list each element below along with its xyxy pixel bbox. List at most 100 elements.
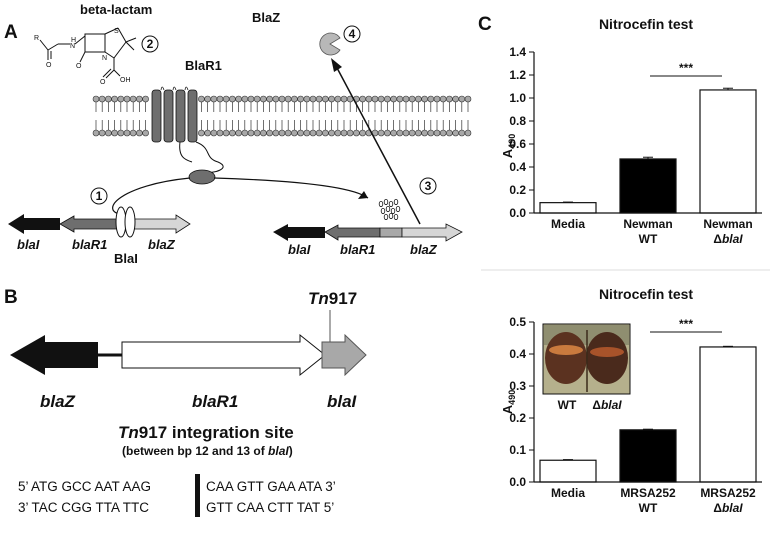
tn917-label-tn: Tn [308, 289, 329, 308]
sequence-bottom-right: GTT CAA CTT TAT 5’ [206, 500, 334, 515]
y-tick-label: 0.6 [509, 137, 526, 151]
x-label-line1: MRSA252 [700, 486, 756, 500]
lipid-head [129, 129, 137, 137]
beta-lactam-label: beta-lactam [80, 2, 152, 17]
right-blaz-gene [401, 223, 463, 242]
lipid-head [92, 129, 100, 137]
lipid-head [105, 129, 112, 137]
lipid-head [446, 95, 453, 103]
lipid-head [396, 95, 404, 103]
wt-tube [545, 332, 587, 384]
right-blai-label: blaI [288, 242, 311, 257]
lipid-head [402, 129, 410, 137]
lipid-head [123, 129, 131, 137]
lipid-head [117, 95, 125, 103]
lipid-head [446, 129, 453, 137]
lipid-head [427, 95, 435, 103]
chem-s: S [114, 28, 119, 35]
inset-mutant-label: ΔblaI [592, 398, 622, 412]
chart-1-title: Nitrocefin test [599, 16, 693, 32]
lipid-head [433, 129, 441, 137]
tn917-label-num: 917 [329, 289, 357, 308]
panel-c-letter: C [478, 14, 492, 35]
bar-2 [699, 89, 757, 214]
lipid-head [309, 95, 317, 103]
lipid-head [284, 129, 292, 137]
lipid-head [291, 95, 298, 103]
left-blar1-gene [59, 215, 121, 233]
lipid-head [204, 95, 211, 103]
lipid-head [384, 129, 391, 137]
right-blaz-label: blaZ [410, 242, 438, 257]
chart-2-y-axis: 0.00.10.20.30.40.5 [509, 315, 534, 489]
lipid-head [272, 129, 280, 137]
cell-membrane [92, 95, 472, 137]
blai-repressor-right [124, 206, 136, 238]
y-tick-label: 1.4 [509, 45, 526, 59]
y-tick-label: 0.3 [509, 379, 526, 393]
expression-arrowhead [331, 58, 342, 72]
lipid-head [229, 129, 236, 137]
blar1-gene-arrow [121, 333, 326, 377]
x-label-delta: Δ [713, 501, 722, 515]
chart-2-title: Nitrocefin test [599, 286, 693, 302]
lipid-head [284, 95, 292, 103]
y-tick-label: 0.2 [509, 411, 526, 425]
x-label-line1: MRSA252 [620, 486, 676, 500]
right-blar1-gene [324, 224, 381, 241]
lipid-head [297, 95, 304, 103]
lipid-head [303, 129, 311, 137]
chem-o3: O [100, 79, 106, 86]
bar-1 [619, 429, 677, 483]
inset-wt-label: WT [558, 398, 577, 412]
blar1-protein-label: BlaR1 [185, 58, 222, 73]
lipid-head [359, 95, 366, 103]
y-tick-label: 0.8 [509, 114, 526, 128]
signal-curve-left [112, 177, 191, 215]
blai-gene-arrow [321, 333, 367, 377]
panel-a: A R H N O S N O OH O [4, 2, 472, 266]
gene-label-blai: blaI [327, 392, 358, 411]
chem-h: H [71, 37, 76, 44]
gene-label-blaz: blaZ [40, 392, 76, 411]
blaz-enzyme-icon [319, 32, 341, 56]
y-tick-label: 0.5 [509, 315, 526, 329]
sequence-bottom-left: 3’ TAC CGG TTA TTC [18, 500, 149, 515]
inset-mutant-prefix: Δ [592, 398, 601, 412]
left-blai-label: blaI [17, 237, 40, 252]
left-blai-gene [8, 214, 60, 234]
lipid-head [111, 95, 118, 103]
integration-title-rest: 917 integration site [139, 423, 294, 442]
lipid-head [415, 129, 422, 137]
chart-2-significance: *** [679, 317, 693, 331]
bar-0 [539, 202, 597, 214]
gene-label-blar1: blaR1 [192, 392, 238, 411]
lipid-head [142, 95, 149, 103]
lipid-head [340, 95, 348, 103]
lipid-head [235, 95, 242, 103]
step-4-number: 4 [349, 27, 356, 41]
lipid-head [421, 95, 428, 103]
lipid-head [210, 95, 218, 103]
mutant-tube-liquid [590, 347, 624, 357]
right-blar1-label: blaR1 [340, 242, 375, 257]
x-label-line2: WT [639, 501, 658, 515]
y-tick-label: 0.4 [509, 160, 526, 174]
lipid-head [377, 129, 385, 137]
lipid-head [359, 129, 366, 137]
lipid-head [136, 129, 143, 137]
y-tick-label: 0.0 [509, 206, 526, 220]
lipid-head [402, 95, 410, 103]
blaz-protein-label: BlaZ [252, 10, 280, 25]
lipid-head [415, 95, 422, 103]
lipid-head [272, 95, 280, 103]
lipid-head [111, 129, 118, 137]
lipid-head [346, 129, 354, 137]
lipid-head [371, 95, 379, 103]
lipid-head [253, 95, 261, 103]
bar-0 [539, 459, 597, 483]
lipid-head [129, 95, 137, 103]
signal-arrowhead [358, 191, 368, 199]
